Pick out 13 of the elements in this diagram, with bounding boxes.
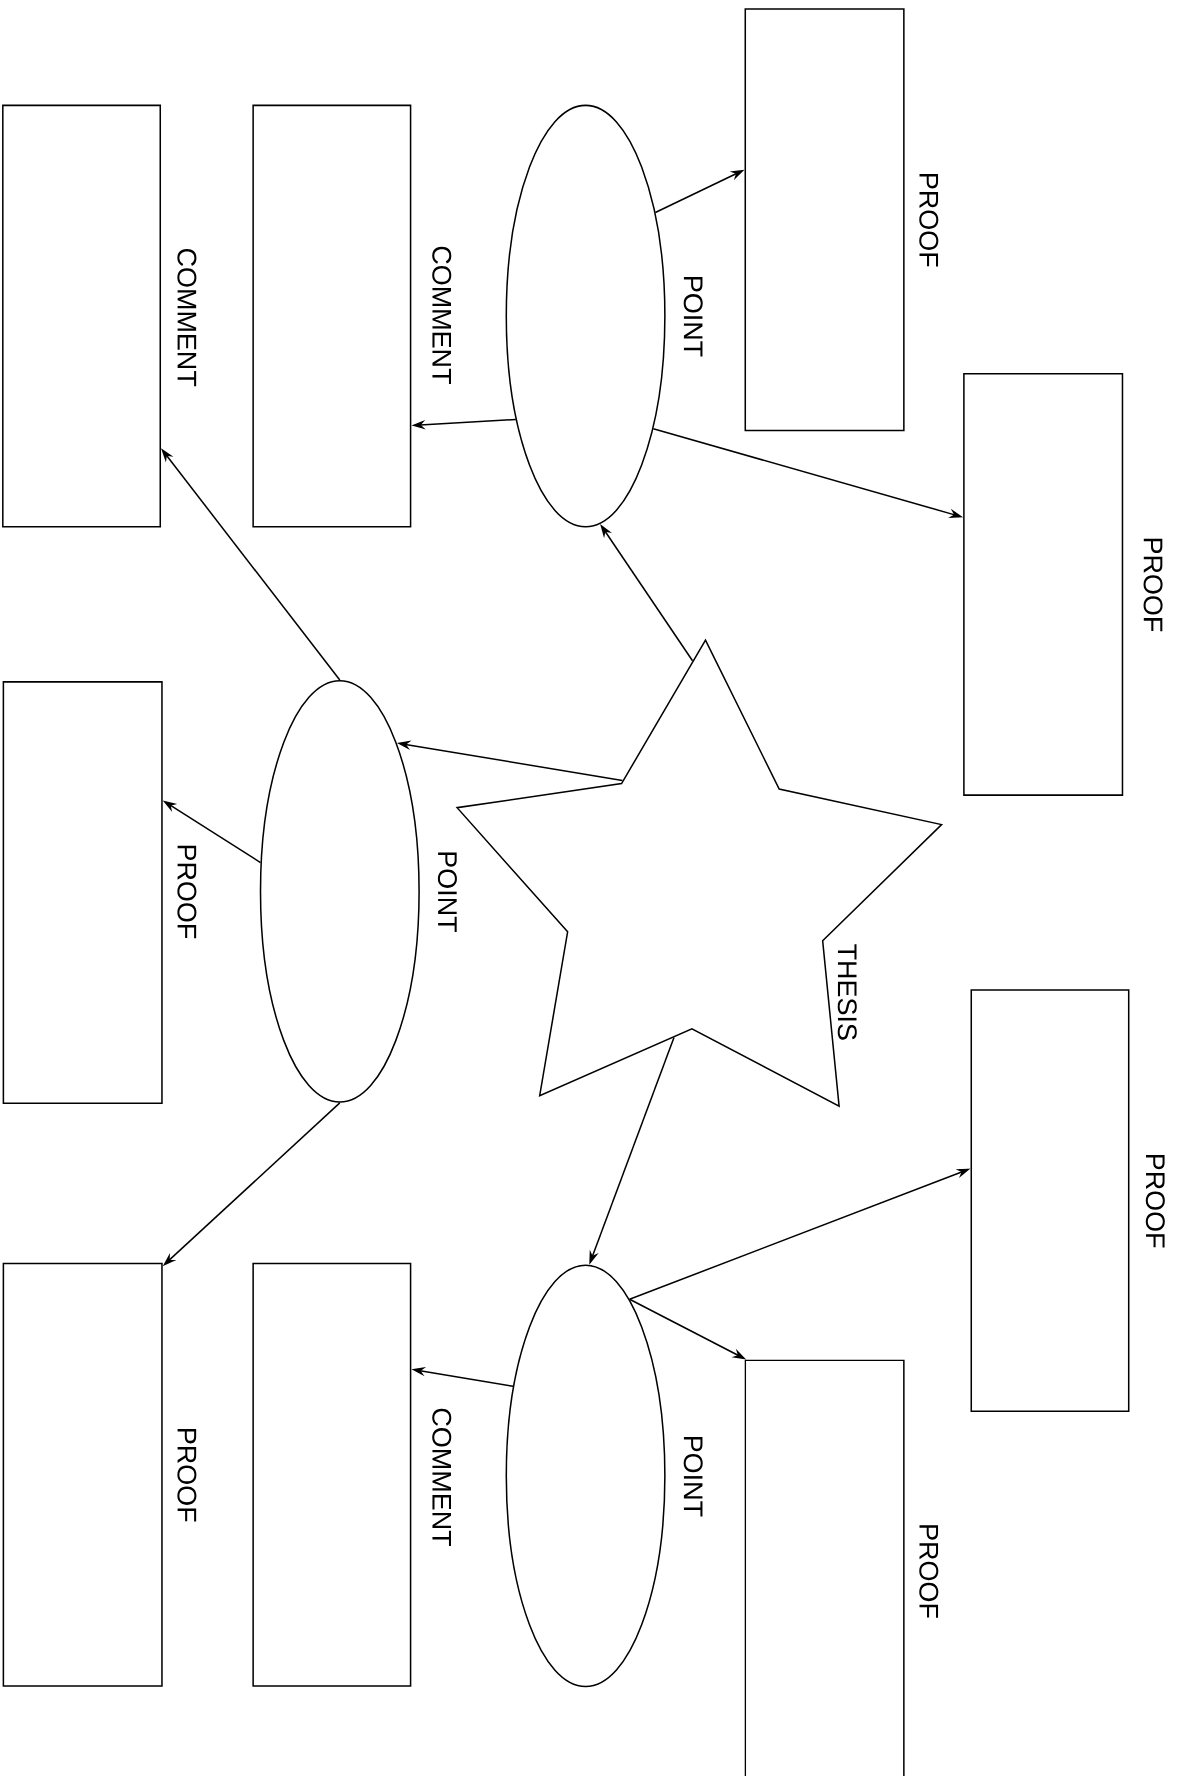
shape-label: COMMENT [432,1408,452,1546]
shape-label: POINT [683,277,703,357]
shape-label: PROOF [919,1525,939,1618]
shape-label: POINT [683,1436,703,1517]
shape-label: PROOF [177,1429,197,1522]
shape-label: PROOF [1145,1154,1165,1248]
shape-label: COMMENT [432,246,452,384]
shape-label: POINT [437,852,457,932]
shape-label: COMMENT [177,248,197,387]
shape-label: PROOF [1143,538,1163,632]
shape-label: PROOF [177,845,197,939]
shape-label: THESIS [837,944,857,1040]
shape-label: PROOF [919,174,939,267]
